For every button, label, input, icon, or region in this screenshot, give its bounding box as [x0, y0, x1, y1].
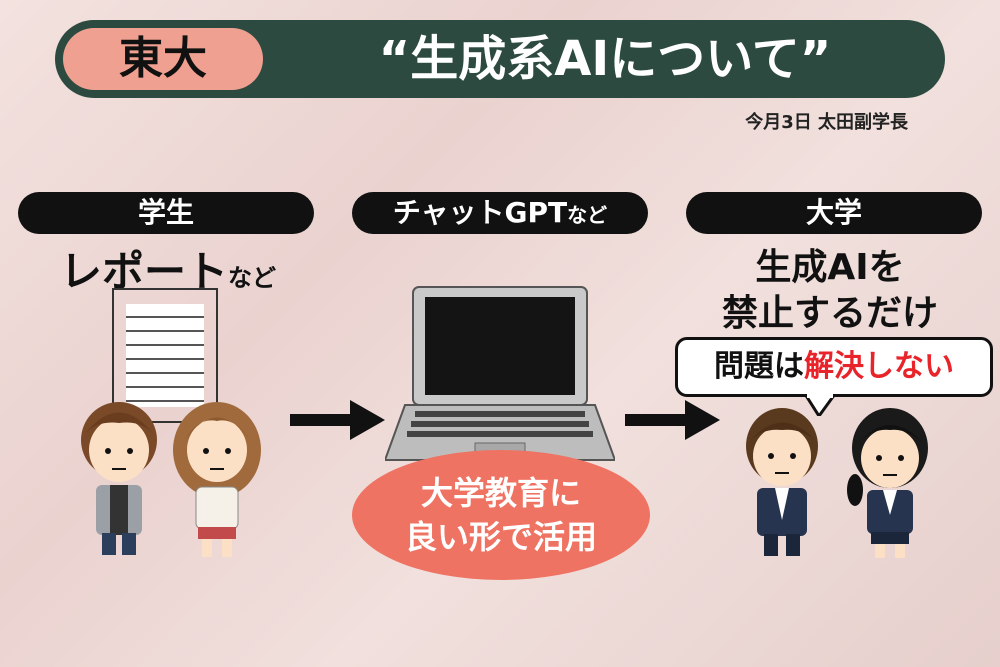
subcaption: 今月3日 太田副学長: [745, 112, 908, 133]
banner-title: “生成系AIについて”: [378, 31, 832, 87]
arrow-right-icon: [290, 400, 385, 440]
male-staff-icon: [746, 408, 818, 556]
use-well-bubble: 大学教育に 良い形で活用: [352, 450, 650, 580]
male-student-icon: [81, 402, 157, 555]
bubble-line1: 大学教育に: [420, 474, 581, 512]
speech-red-text: 解決しない: [804, 349, 954, 384]
university-tag: 東大: [63, 28, 263, 90]
bubble-line2: 良い形で活用: [404, 518, 597, 556]
chatgpt-pill: チャットGPTなど: [352, 192, 648, 234]
report-document-icon: [112, 288, 218, 423]
university-line1: 生成AIを: [755, 247, 905, 288]
speech-tail-icon: [805, 394, 835, 416]
speech-bubble: 問題は解決しない: [675, 337, 993, 397]
female-student-icon: [173, 402, 261, 557]
chatgpt-pill-small: など: [567, 203, 608, 227]
laptop-icon: [385, 286, 615, 461]
report-caption: レポートなど: [60, 238, 276, 299]
university-pill: 大学: [686, 192, 982, 234]
speech-prefix: 問題は: [714, 349, 804, 384]
female-staff-icon: [847, 408, 928, 558]
arrow-right-icon: [625, 400, 720, 440]
students-pill: 学生: [18, 192, 314, 234]
chatgpt-pill-main: チャットGPT: [392, 196, 568, 229]
university-line2: 禁止するだけ: [721, 293, 938, 334]
title-banner: 東大 “生成系AIについて”: [55, 20, 945, 98]
report-caption-small: など: [228, 264, 277, 292]
report-caption-main: レポート: [60, 247, 229, 296]
